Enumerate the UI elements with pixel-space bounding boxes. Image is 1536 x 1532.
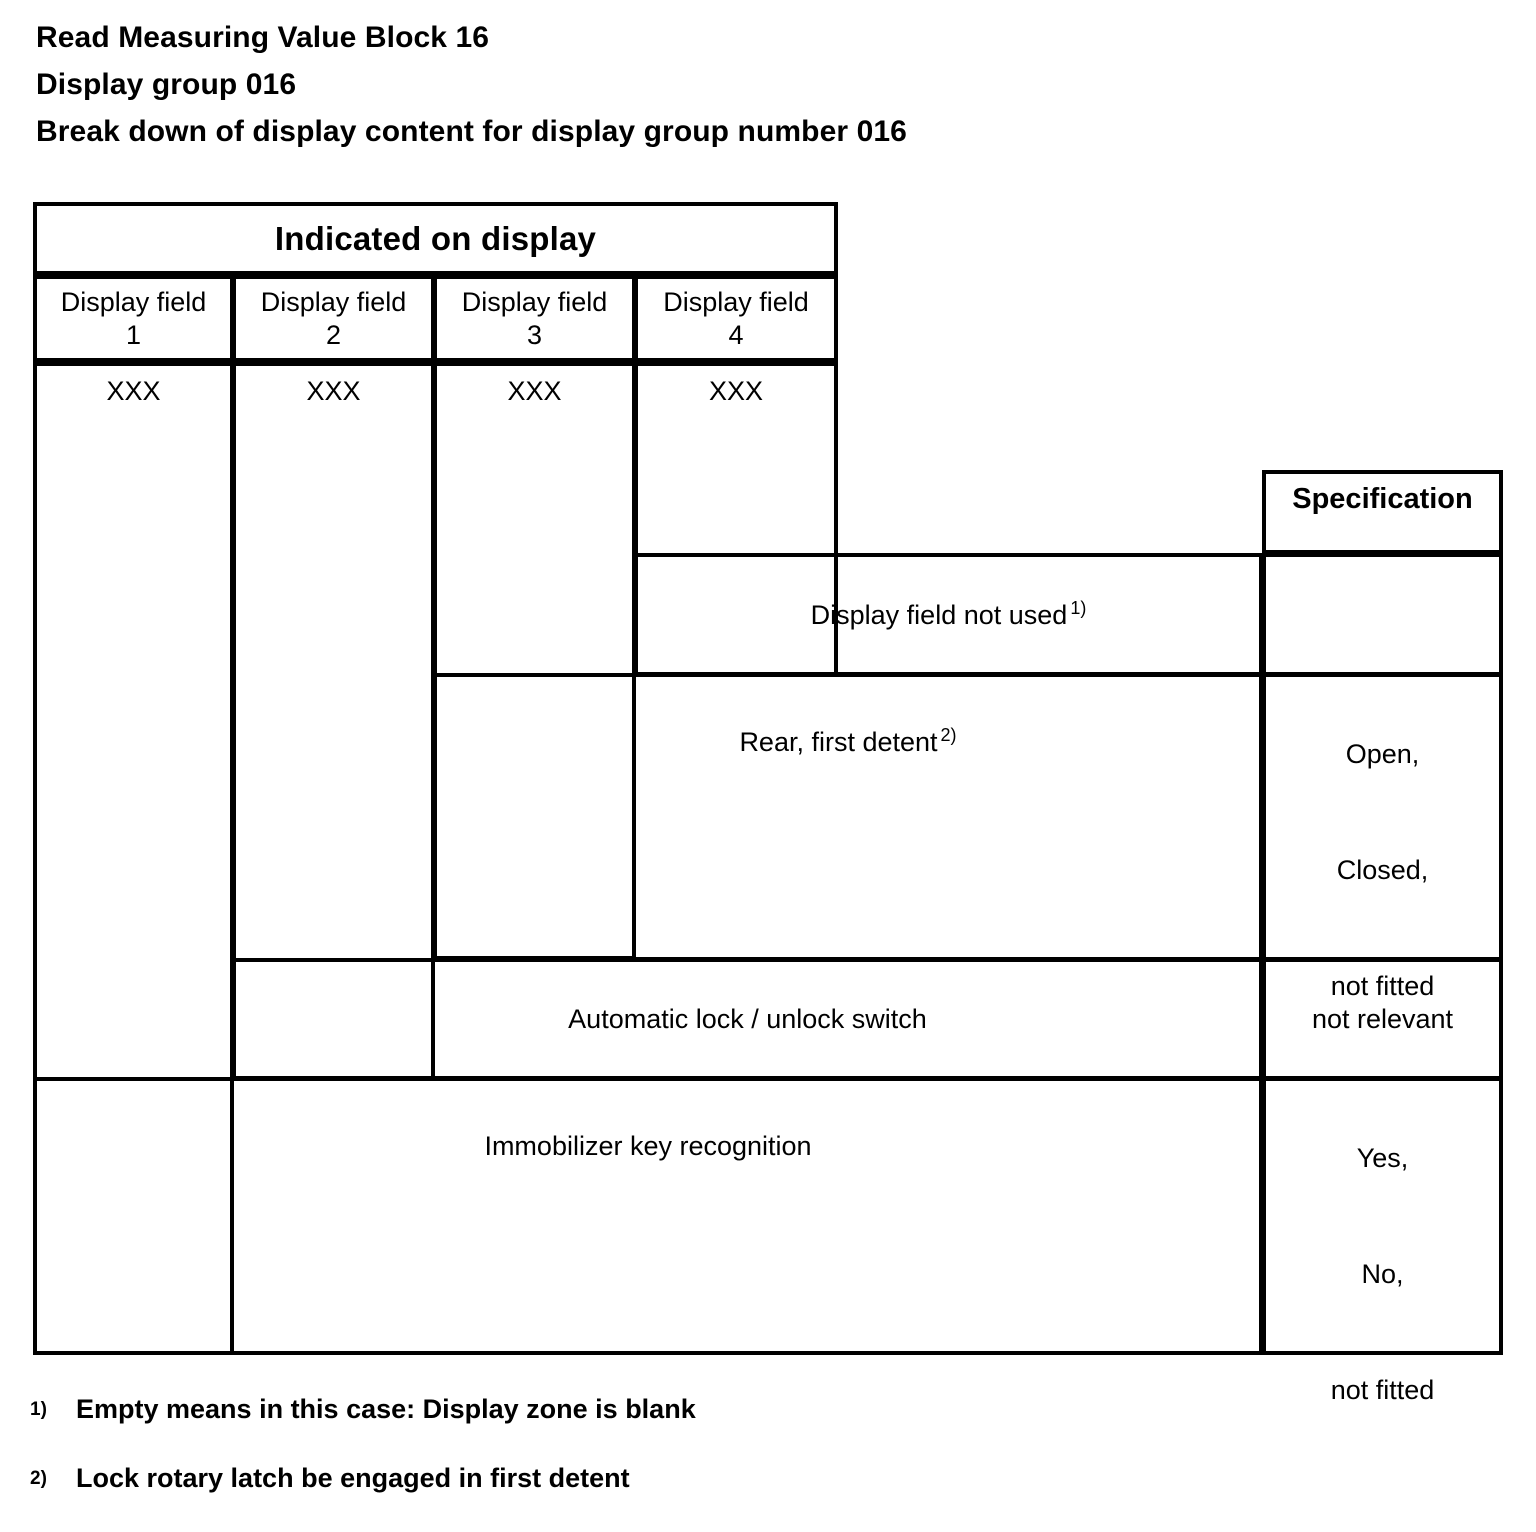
row-3-description: Automatic lock / unlock switch	[568, 1004, 927, 1034]
display-field-1-label: Display field	[60, 286, 207, 317]
footnote-ref-2: 2)	[940, 725, 957, 745]
row-specification-immobilizer-key-recognition: Yes, No, not fitted	[1262, 1077, 1503, 1405]
row-3-specification: not relevant	[1311, 1004, 1454, 1034]
footnote-2-text: Lock rotary latch be engaged in first de…	[76, 1463, 630, 1493]
footnote-1-marker: 1)	[30, 1399, 47, 1420]
display-field-1-value: XXX	[106, 376, 161, 406]
group-header-label: Indicated on display	[274, 219, 597, 257]
row-specification-rear-first-detent: Open, Closed, not fitted	[1262, 673, 1503, 1001]
display-field-4-label: Display field	[663, 286, 809, 317]
display-field-3-number: 3	[526, 319, 543, 350]
display-field-3-value: XXX	[507, 376, 562, 406]
specification-header-label: Specification	[1292, 483, 1473, 515]
display-field-2-value: XXX	[306, 376, 361, 406]
footnote-item-1: 1) Empty means in this case: Display zon…	[30, 1392, 1430, 1427]
footnote-2-marker: 2)	[30, 1468, 47, 1489]
column-header-specification: Specification	[1262, 470, 1503, 554]
footnote-1-text: Empty means in this case: Display zone i…	[76, 1394, 696, 1424]
heading-line-3: Break down of display content for displa…	[36, 115, 907, 148]
display-field-2-label: Display field	[260, 286, 407, 317]
heading-line-2: Display group 016	[36, 68, 297, 101]
footnote-item-2: 2) Lock rotary latch be engaged in first…	[30, 1461, 1430, 1496]
footnote-ref-1: 1)	[1070, 597, 1087, 618]
row-2-specification: Open, Closed, not fitted	[1330, 739, 1435, 1001]
row-specification-automatic-lock-unlock-switch: not relevant	[1262, 958, 1503, 1080]
display-field-1-number: 1	[125, 319, 142, 350]
row-description-immobilizer-key-recognition: Immobilizer key recognition	[33, 1077, 1263, 1355]
display-field-4-number: 4	[728, 319, 744, 350]
table-header-indicated-on-display: Indicated on display	[33, 202, 838, 275]
display-field-2-number: 2	[325, 319, 342, 350]
heading-line-1: Read Measuring Value Block 16	[36, 21, 490, 54]
row-description-automatic-lock-unlock-switch: Automatic lock / unlock switch	[232, 958, 1263, 1080]
document-heading: Read Measuring Value Block 16 Display gr…	[36, 14, 1436, 155]
row-4-description: Immobilizer key recognition	[484, 1131, 812, 1161]
row-1-description: Display field not used	[810, 599, 1068, 630]
row-4-specification: Yes, No, not fitted	[1330, 1143, 1435, 1405]
display-field-3-label: Display field	[461, 286, 608, 317]
row-2-description: Rear, first detent	[739, 727, 938, 757]
row-specification-display-field-not-used	[1262, 553, 1503, 676]
footnotes-block: 1) Empty means in this case: Display zon…	[30, 1392, 1430, 1530]
display-field-4-value: XXX	[708, 376, 764, 406]
